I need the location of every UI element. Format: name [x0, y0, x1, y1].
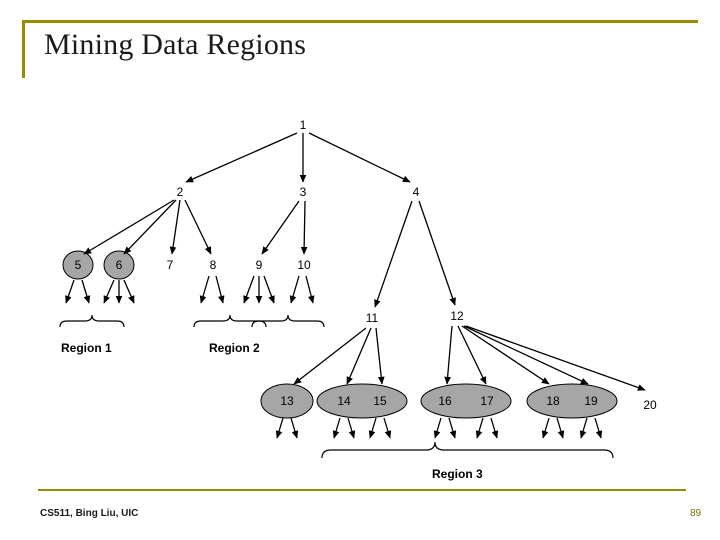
left-accent-bar [22, 20, 25, 78]
bottom-divider-line [38, 489, 686, 491]
tree-node-15[interactable]: 15 [373, 394, 387, 408]
region-braces [59, 314, 614, 459]
tree-edges [65, 132, 646, 439]
region-label-1: Region 1 [61, 341, 112, 355]
region-label-3: Region 3 [432, 467, 483, 481]
page-number: 89 [690, 508, 702, 519]
tree-node-8[interactable]: 8 [209, 258, 217, 272]
region-label-2: Region 2 [209, 341, 260, 355]
tree-node-5[interactable]: 5 [74, 258, 82, 272]
page-title: Mining Data Regions [44, 28, 307, 61]
tree-node-6[interactable]: 6 [115, 258, 123, 272]
tree-node-3[interactable]: 3 [299, 185, 307, 199]
tree-node-12[interactable]: 12 [450, 309, 464, 323]
tree-node-7[interactable]: 7 [166, 258, 174, 272]
tree-node-11[interactable]: 11 [365, 311, 379, 325]
tree-node-13[interactable]: 13 [280, 394, 294, 408]
tree-node-4[interactable]: 4 [412, 185, 420, 199]
tree-node-9[interactable]: 9 [255, 258, 263, 272]
tree-node-19[interactable]: 19 [584, 394, 598, 408]
tree-node-2[interactable]: 2 [176, 185, 184, 199]
tree-node-10[interactable]: 10 [297, 258, 311, 272]
record-ellipses [62, 250, 618, 419]
tree-node-17[interactable]: 17 [480, 394, 494, 408]
tree-node-18[interactable]: 18 [546, 394, 560, 408]
tree-node-1[interactable]: 1 [299, 118, 307, 132]
top-accent-bar [22, 20, 698, 23]
footer-attribution: CS511, Bing Liu, UIC [40, 508, 139, 519]
tree-node-20[interactable]: 20 [643, 398, 657, 412]
tree-node-14[interactable]: 14 [337, 394, 351, 408]
tree-node-16[interactable]: 16 [438, 394, 452, 408]
